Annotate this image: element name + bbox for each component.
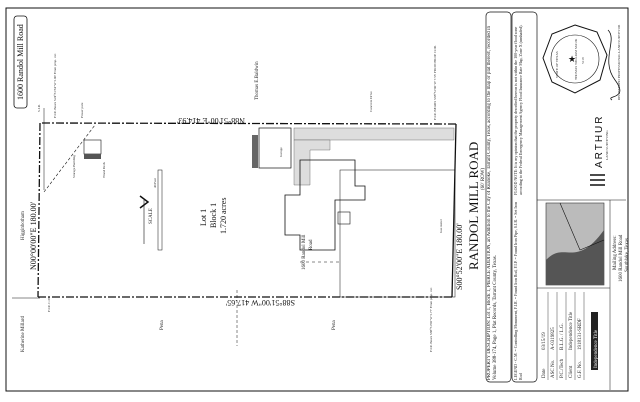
corner-ne-note: F.I.R. BEARS S88°51'00"W 7.55' FROM PROP… <box>433 45 437 120</box>
wood-deck-small <box>84 154 101 159</box>
storage-label: Storage Building <box>72 155 76 178</box>
scale-feet: 40 Feet <box>153 178 157 188</box>
arthur-logo <box>590 174 605 186</box>
company-sub: LAND SURVEYING <box>605 130 609 160</box>
neighbor-bottom-right: Pena <box>332 320 337 331</box>
corner-nw-note: F.I.R. Bears S24°31'34"W 5.00' From prop… <box>53 53 57 118</box>
residence-label-1: 1600 Randol Mill <box>302 234 307 270</box>
property-boundary <box>12 108 457 346</box>
table-value-client: Independence Title <box>569 311 574 350</box>
title-company-logo <box>591 312 598 370</box>
seal-number: 5119 <box>581 57 585 64</box>
page-border <box>5 7 629 392</box>
north-arrow <box>139 195 150 244</box>
wood-deck <box>252 135 258 168</box>
table-value-asc: A-0319825 <box>551 327 556 350</box>
flood-note: FLOOD NOTE: It is my opinion that the pr… <box>513 24 523 195</box>
lot-area: 1.720 acres <box>219 198 228 234</box>
structures <box>83 127 456 298</box>
address-label-box: 1600 Randol Mill Road <box>13 15 28 109</box>
mailing-label: Mailing Address: <box>613 235 618 270</box>
block-number: Block 1 <box>209 203 218 228</box>
mailing-line2: Southlake, Texas <box>625 238 630 272</box>
table-value-tech: B.L.G. / L.G. <box>560 323 565 350</box>
star-icon: ★ <box>568 54 576 64</box>
property-photo <box>545 202 605 286</box>
surveyor-seal: STATE OF TEXAS THOMAS WILLIAM MAUK 5119 … <box>542 24 608 94</box>
gas-meter-label: Gas meter <box>439 218 443 233</box>
table-value-gf: 1918131-SRDF <box>578 318 583 350</box>
legend: LEGEND - C.M. = Controlling Monument, F.… <box>513 201 523 380</box>
storage-building <box>83 139 102 155</box>
lot-number: Lot 1 <box>199 209 208 226</box>
title-company: Independence Title <box>594 329 599 368</box>
table-value-date: 03/15/19 <box>542 332 547 350</box>
address-label: 1600 Randol Mill Road <box>16 24 25 100</box>
corner-se-note: F.I.R. Bears S88°51'00"W 5.77' From prop… <box>429 287 433 352</box>
surveyor-signature <box>607 29 621 101</box>
seal-state: STATE OF TEXAS <box>555 51 559 78</box>
west-bearing: N00°00'00"E 180.00' <box>29 201 38 270</box>
corner-fir-cm: F.I.R. C.M. <box>47 296 51 312</box>
south-bearing: S88°51'00"W 417.65' <box>225 298 295 307</box>
corner-sir: S.I.R. <box>37 104 41 112</box>
neighbor-bottom-mid: Pena <box>160 320 165 331</box>
neighbor-left-bottom: Katherine Millard <box>21 316 26 352</box>
mailing-line1: 1600 Randol Mill Road <box>619 234 624 282</box>
garage <box>258 127 292 169</box>
concrete-drive <box>293 127 455 141</box>
info-panel <box>485 11 626 390</box>
neighbor-left-top: Higginbotham <box>21 211 26 240</box>
table-label-client: Client <box>569 365 574 378</box>
wood-deck-label: Wood Deck <box>102 162 106 178</box>
power-pole-label: Power pole <box>80 102 84 118</box>
road-name: RANDOL MILL ROAD <box>466 142 481 270</box>
info-table: Date 03/15/19 ASC No. A-0319825 P.C./Tec… <box>542 292 585 380</box>
scale-bar <box>157 169 163 251</box>
seal-role: REGISTERED PROFESSIONAL LAND SURVEYOR <box>617 24 621 100</box>
neighbor-top: Thomas E.Baldwin <box>255 61 260 100</box>
table-label-gf: G.F. No. <box>578 361 583 378</box>
garage-label: Garage <box>279 147 283 157</box>
scale-label: SCALE <box>149 208 154 224</box>
company-name: ARTHUR <box>594 115 605 168</box>
table-label-asc: ASC No. <box>551 360 556 378</box>
seal-name: THOMAS WILLIAM MAUK <box>574 38 578 80</box>
arthur-logo-icon <box>590 174 605 186</box>
concrete-drive-label: Concrete Drive <box>369 91 373 112</box>
road-row: (60' ROW) <box>481 168 486 190</box>
residence-label-2: Road <box>309 239 314 250</box>
north-bearing: N88°51'00"E 414.93' <box>176 116 245 125</box>
east-bearing: S00°52'00"E 180.00' <box>455 223 464 290</box>
property-description: PROPERTY DESCRIPTION: Lot 1, Block 1, PI… <box>487 26 498 380</box>
residence <box>284 159 366 251</box>
table-label-date: Date <box>542 368 547 378</box>
table-label-tech: P.C./Tech <box>560 358 565 378</box>
